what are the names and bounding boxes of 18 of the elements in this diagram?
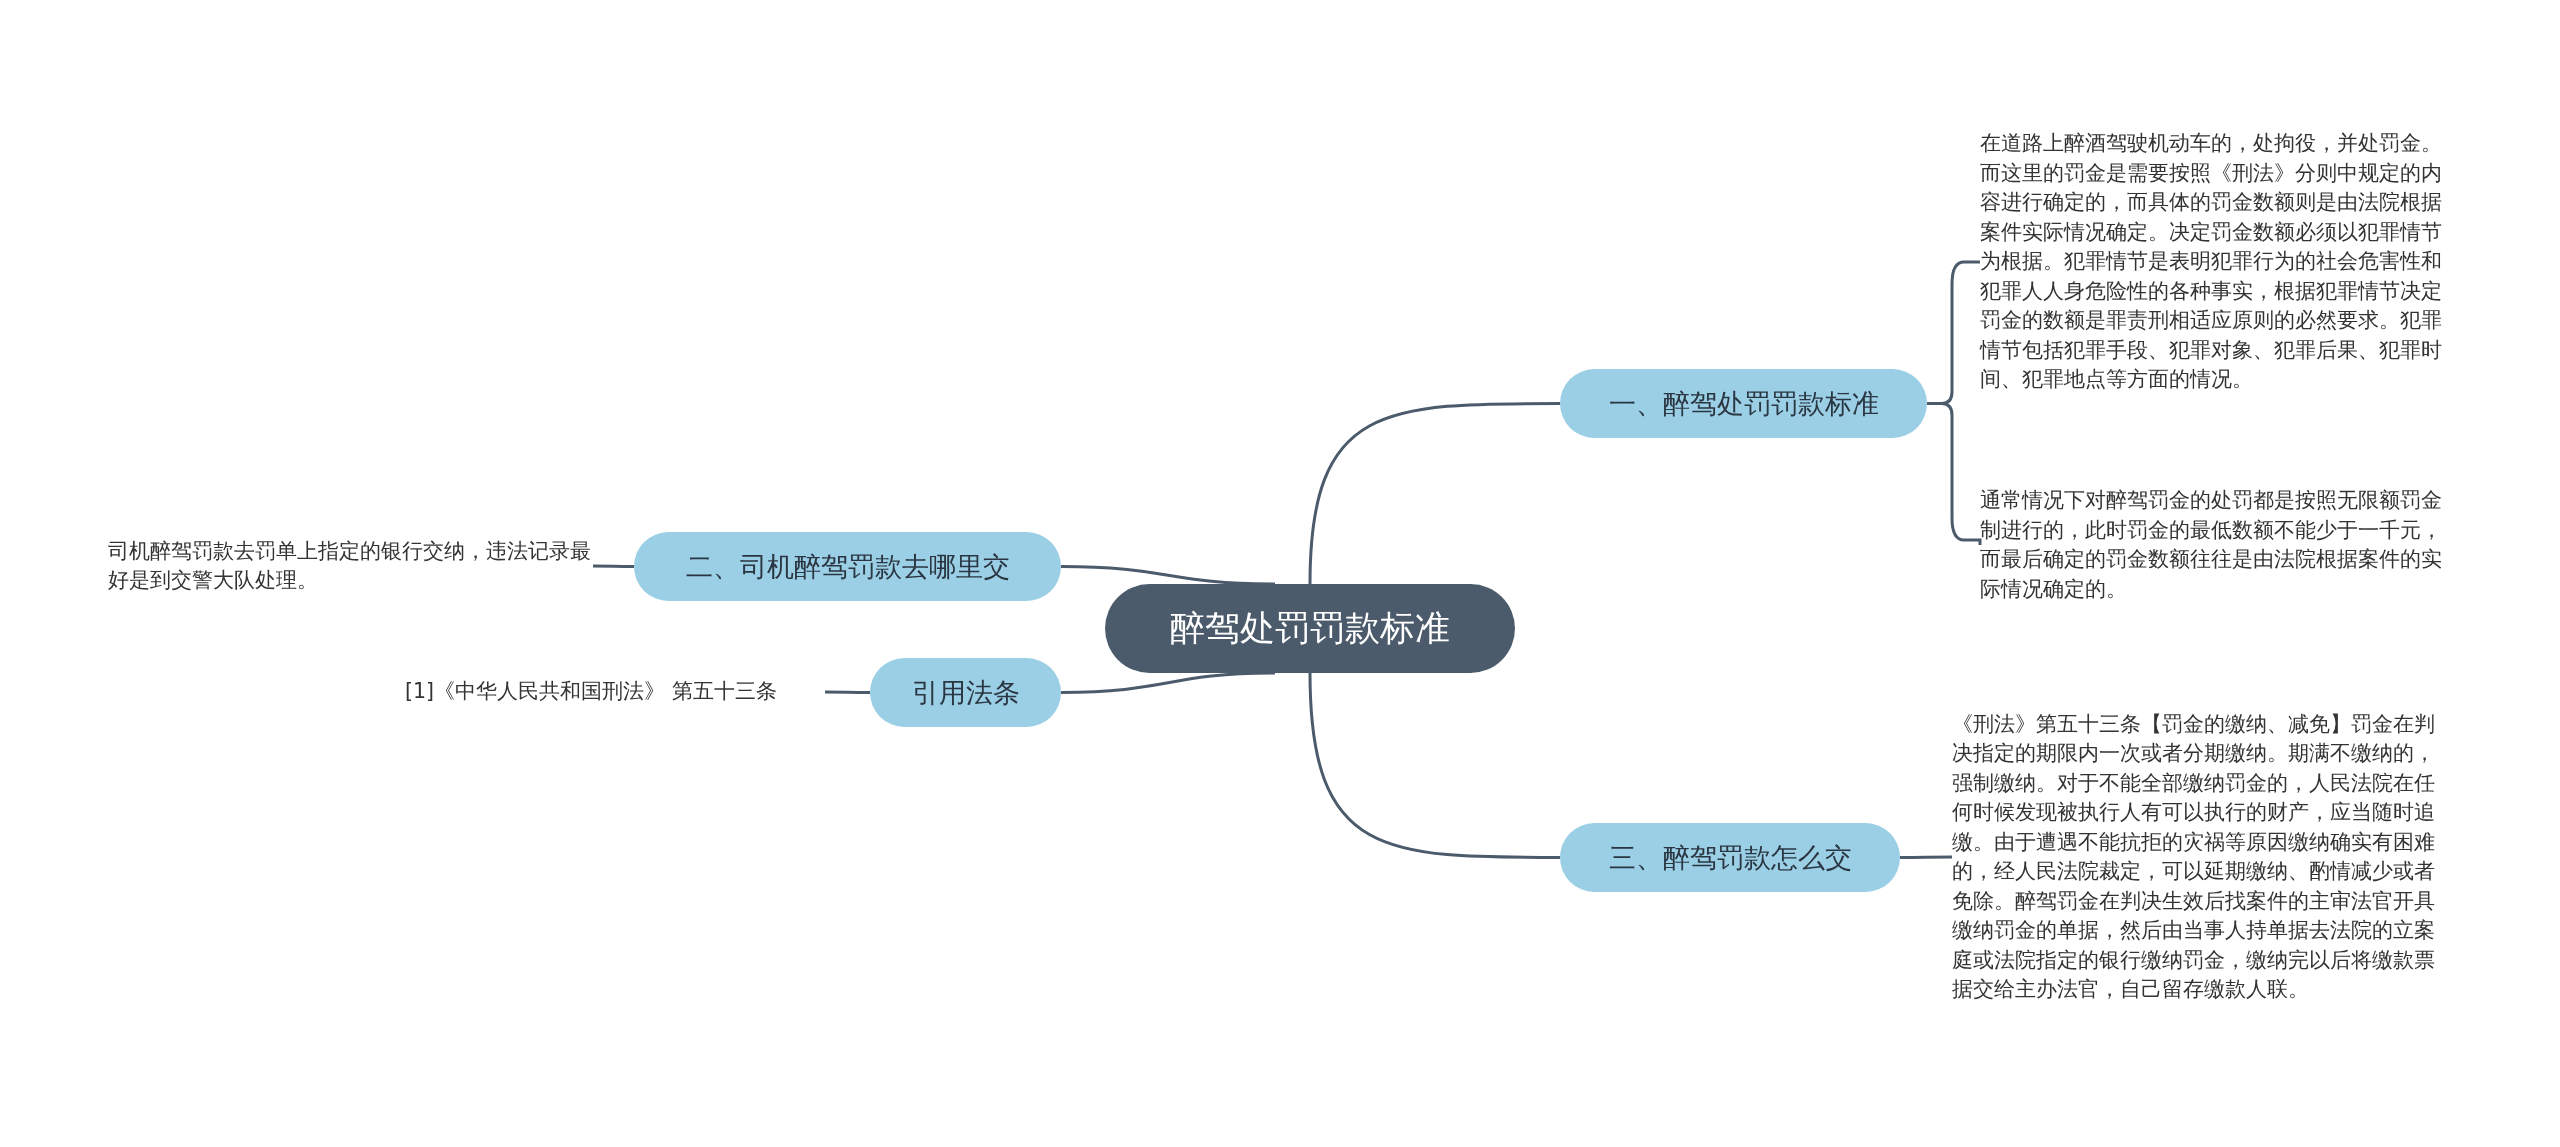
connector-line bbox=[1308, 672, 1560, 859]
topic-label: 三、醉驾罚款怎么交 bbox=[1608, 840, 1852, 875]
connector-line bbox=[1060, 671, 1276, 694]
topic-note: 通常情况下对醉驾罚金的处罚都是按照无限额罚金制进行的，此时罚金的最低数额不能少于一千元，而最后确定的罚金数额往往是由法院根据案件的实际情况确定的。 bbox=[1980, 485, 2455, 605]
topic-note: 《刑法》第五十三条【罚金的缴纳、减免】罚金在判决指定的期限内一次或者分期缴纳。期满不缴纳的，强制缴纳。对于不能全部缴纳罚金的，人民法院在任何时候发现被执行人有可以执行的财产，应当随时追缴。由于遭遇不能抗拒的灾祸等原因缴纳确实有困难的，经人民法院裁定，可以延期缴纳、酌情减少或者免除。醉驾罚金在判决生效后找案件的主审法官开具缴纳罚金的单据，然后由当事人持单据去法院的立案庭或法院指定的银行缴纳罚金，缴纳完以后将缴款票据交给主办法官，自己留存缴款人联。 bbox=[1952, 676, 2442, 1038]
topic-label: 二、司机醉驾罚款去哪里交 bbox=[685, 549, 1010, 584]
connector-line bbox=[1308, 402, 1560, 585]
connector-line bbox=[1060, 565, 1276, 586]
topic-note: 司机醉驾罚款去罚单上指定的银行交纳，违法记录最好是到交警大队处理。 bbox=[108, 535, 593, 597]
connector-line bbox=[825, 690, 870, 694]
connector-line bbox=[593, 564, 634, 568]
topic-label: 醉驾处罚罚款标准 bbox=[1170, 607, 1450, 650]
topic-label: 引用法条 bbox=[911, 675, 1020, 710]
connector-line bbox=[1900, 855, 1952, 859]
topic-label: 一、醉驾处罚罚款标准 bbox=[1608, 386, 1879, 421]
topic-note: 在道路上醉酒驾驶机动车的，处拘役，并处罚金。而这里的罚金是需要按照《刑法》分则中规定的内容进行确定的，而具体的罚金数额则是由法院根据案件实际情况确定。决定罚金数额必须以犯罪情节为根据。犯罪情节是表明犯罪行为的社会危害性和犯罪人人身危险性的各种事实，根据犯罪情节决定罚金的数额是罪责刑相适应原则的必然要求。犯罪情节包括犯罪手段、犯罪对象、犯罪后果、犯罪时间、犯罪地点等方面的情况。 bbox=[1980, 112, 2455, 412]
topic-note: [1]《中华人民共和国刑法》 第五十三条 bbox=[405, 676, 825, 708]
brace-connector bbox=[1927, 402, 1982, 545]
